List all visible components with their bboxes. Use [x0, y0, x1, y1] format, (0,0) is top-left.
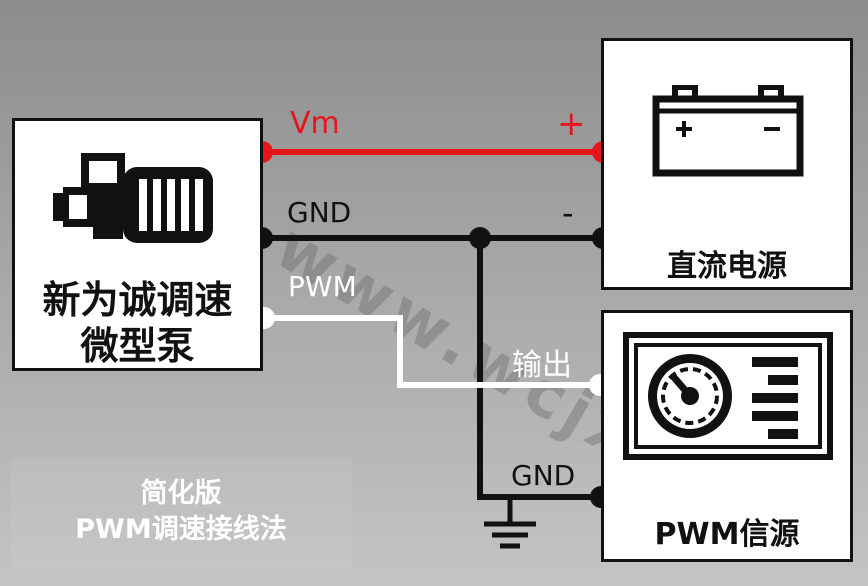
- gnd-bottom-label: GND: [511, 459, 576, 492]
- pump-label-line-2: 微型泵: [80, 324, 195, 368]
- signal-generator-icon: [623, 332, 833, 460]
- pump-label-line-1: 新为诚调速: [42, 278, 233, 322]
- power-supply-label: 直流电源: [667, 249, 787, 284]
- pump-label: 新为诚调速 微型泵: [15, 277, 260, 369]
- gnd-wire-vertical: [477, 238, 603, 500]
- pwm-source-label: PWM信源: [654, 517, 800, 552]
- pwm-wire: [264, 315, 600, 388]
- pump-motor-icon: [53, 153, 213, 243]
- plus-label: +: [557, 104, 586, 144]
- footnote: 简化版 PWM调速接线法: [10, 458, 352, 568]
- gnd-node-junction: [469, 227, 491, 249]
- power-supply-box: 直流电源: [601, 38, 853, 290]
- pwm-source-box: PWM信源: [601, 310, 853, 562]
- battery-icon: [652, 85, 804, 177]
- gnd-top-label: GND: [287, 196, 352, 229]
- vm-label: Vm: [290, 106, 340, 141]
- footnote-line-1: 简化版: [140, 478, 222, 509]
- minus-label: -: [562, 194, 574, 232]
- footnote-line-2: PWM调速接线法: [75, 514, 287, 545]
- output-label: 输出: [512, 348, 572, 383]
- pump-box: 新为诚调速 微型泵: [12, 118, 263, 371]
- ground-symbol-icon: [484, 521, 536, 549]
- pwm-wire-label: PWM: [288, 270, 357, 303]
